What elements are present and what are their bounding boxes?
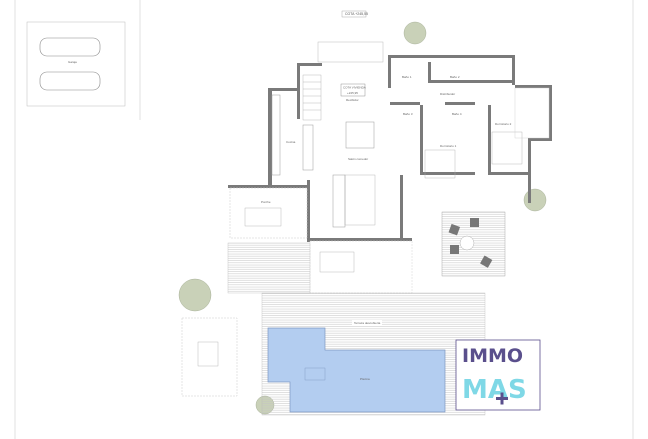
room-label-pool: Piscina xyxy=(360,377,370,381)
kitchen-counter xyxy=(271,94,281,176)
terrace-table xyxy=(319,251,355,273)
small-pergola xyxy=(181,317,238,397)
small-pergola-table xyxy=(197,341,219,367)
room-label-bedroom2: Dormitorio 2 xyxy=(495,122,512,126)
room-label-terrace: Terraza descubierta xyxy=(354,321,381,325)
room-label-bath3: Baño 3 xyxy=(403,112,413,116)
car-icon xyxy=(39,37,101,57)
stairs xyxy=(302,74,322,121)
logo-line2: MAS xyxy=(462,375,527,405)
car-icon xyxy=(39,71,101,91)
pergola xyxy=(229,187,308,239)
kitchen-island xyxy=(302,124,314,171)
room-label-porch: Porche xyxy=(261,200,271,204)
sofa xyxy=(332,174,346,228)
balcony xyxy=(514,87,550,139)
room-label-living: Salón comedor xyxy=(348,157,368,161)
level-label: COTA +245,55 xyxy=(345,12,368,16)
porch-table xyxy=(244,207,282,227)
deck-left xyxy=(227,242,311,294)
terrace-label-bg xyxy=(352,320,382,325)
house-level-box xyxy=(340,83,366,97)
logo-plus-icon xyxy=(496,392,508,405)
covered-terrace xyxy=(309,240,413,294)
pool xyxy=(267,327,446,413)
room-label-bedroom1: Dormitorio 1 xyxy=(440,144,457,148)
room-label-hall: Recibidor xyxy=(346,98,359,102)
house-level-value: +245,95 xyxy=(347,91,358,95)
rug xyxy=(344,174,376,226)
room-label-distributor: Distribuidor xyxy=(440,92,455,96)
garage: Garaje xyxy=(26,21,126,107)
level-label-box xyxy=(341,10,367,18)
dining-table xyxy=(345,121,375,149)
room-label-bath4: Baño 4 xyxy=(452,112,462,116)
lounge-chairs xyxy=(448,218,493,268)
bed-icon xyxy=(491,131,523,165)
brand-logo: IMMO MAS xyxy=(455,339,541,411)
room-label-garage: Garaje xyxy=(68,60,77,64)
room-label-kitchen: Cocina xyxy=(286,140,296,144)
house-level-label: COTA VIVIENDA xyxy=(343,86,366,90)
bed-icon xyxy=(424,149,456,179)
entrance-canopy xyxy=(317,41,384,63)
pool-steps xyxy=(304,367,326,381)
room-label-bath1: Baño 1 xyxy=(402,75,412,79)
walls xyxy=(228,55,552,242)
room-label-bath2: Baño 2 xyxy=(450,75,460,79)
logo-line1: IMMO xyxy=(462,345,523,367)
lounge-table xyxy=(459,235,475,251)
